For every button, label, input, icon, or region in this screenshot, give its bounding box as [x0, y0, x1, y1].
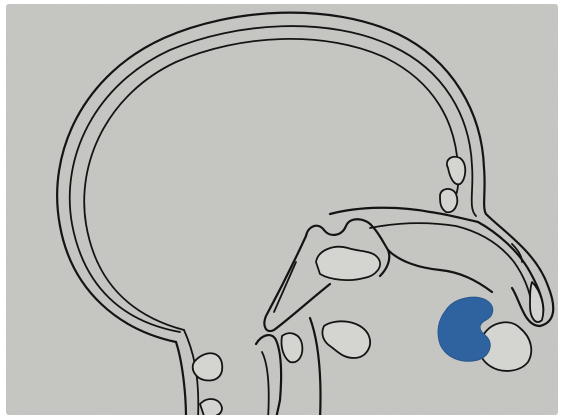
axis-vertebra [200, 399, 222, 415]
skull-diagram [6, 4, 558, 415]
frontal-sinus-lower [440, 189, 457, 212]
diagram-paper [6, 4, 558, 415]
